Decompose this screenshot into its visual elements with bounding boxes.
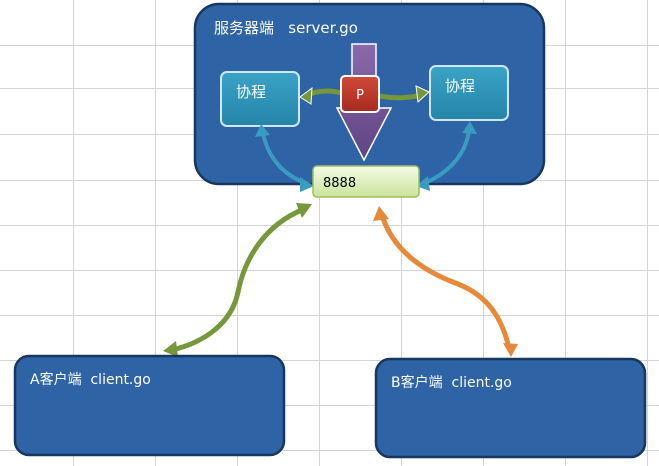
server-title: 服务器端 server.go bbox=[214, 19, 358, 37]
client-b-title: B客户端 client.go bbox=[391, 374, 512, 391]
coroutine-right-label: 协程 bbox=[445, 77, 475, 95]
processor-p: P bbox=[340, 75, 380, 113]
client-b-box: B客户端 client.go bbox=[374, 357, 647, 459]
port-label: 8888 bbox=[323, 176, 356, 191]
green-arrow-left bbox=[299, 86, 342, 105]
processor-label: P bbox=[356, 88, 364, 103]
port-box: 8888 bbox=[312, 165, 420, 198]
coroutine-left: 协程 bbox=[220, 71, 300, 127]
blue-arrow-left bbox=[255, 124, 314, 192]
green-arrow-client-a bbox=[163, 203, 312, 357]
client-a-title: A客户端 client.go bbox=[30, 371, 151, 388]
green-arrow-right bbox=[379, 85, 430, 104]
coroutine-left-label: 协程 bbox=[236, 83, 266, 101]
client-a-box: A客户端 client.go bbox=[13, 354, 286, 457]
orange-arrow-client-b bbox=[373, 206, 518, 357]
coroutine-right: 协程 bbox=[429, 65, 509, 121]
